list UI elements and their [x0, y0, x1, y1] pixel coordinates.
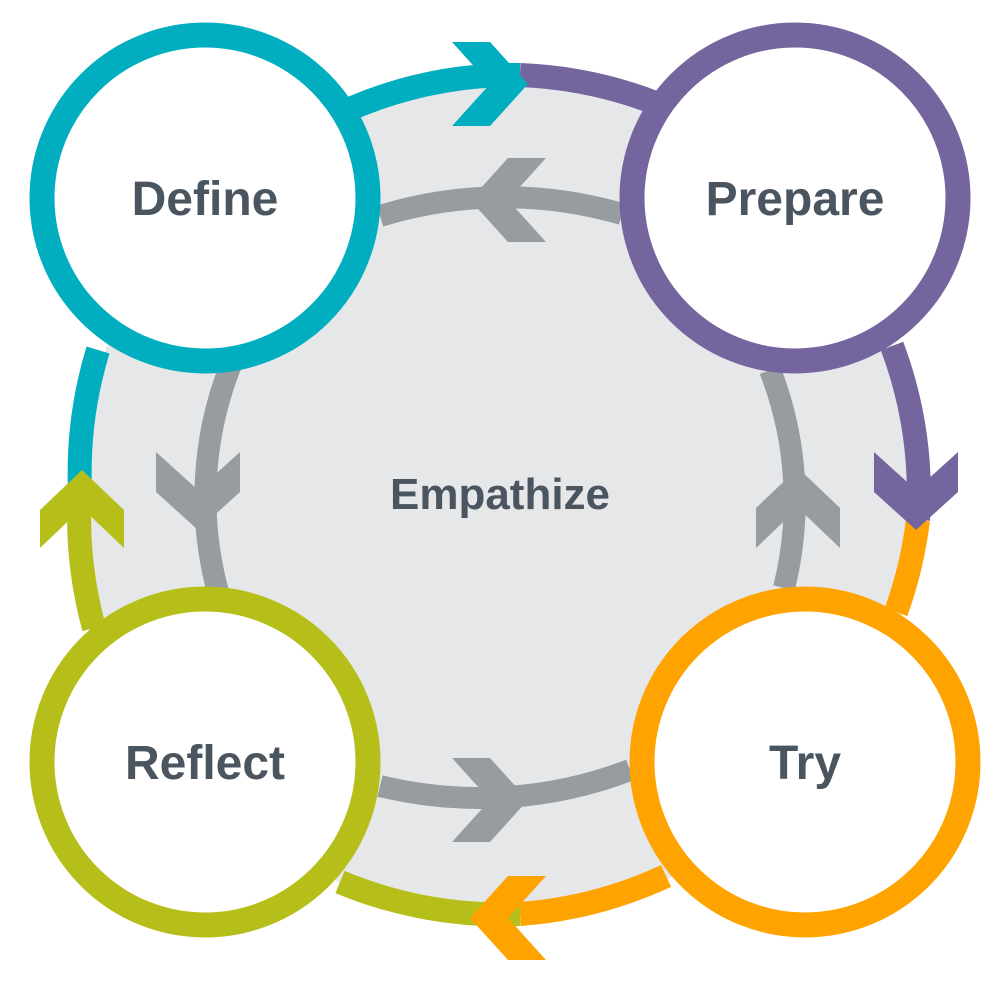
- node-prepare-circle: [619, 22, 971, 374]
- node-define-circle: [29, 22, 381, 374]
- arrowhead-to-define: [40, 470, 124, 548]
- node-prepare-label: Prepare: [706, 173, 885, 226]
- arrowhead-to-prepare: [452, 42, 528, 126]
- outer-arrowheads: [40, 42, 958, 960]
- node-prepare: Prepare: [619, 22, 971, 374]
- center-label: Empathize: [390, 470, 610, 519]
- node-reflect: Reflect: [29, 586, 381, 938]
- arrowhead-to-try: [874, 452, 958, 530]
- node-reflect-label: Reflect: [125, 737, 285, 790]
- node-try-label: Try: [769, 737, 841, 790]
- node-try-circle: [629, 586, 981, 938]
- outer-segment-define-to-prepare-end: [519, 63, 663, 116]
- node-reflect-circle: [29, 586, 381, 938]
- arrowhead-to-reflect: [470, 876, 546, 960]
- node-try: Try: [629, 586, 981, 938]
- node-define-label: Define: [132, 173, 279, 226]
- inner-arrowhead-to-define: [470, 158, 546, 242]
- node-define: Define: [29, 22, 381, 374]
- inner-arrowhead-to-prepare: [756, 468, 840, 548]
- outer-segment-try-to-reflect-start: [519, 865, 672, 926]
- inner-arrowhead-to-reflect: [156, 452, 240, 530]
- inner-arrowheads: [156, 158, 840, 842]
- inner-arrowhead-to-try: [452, 758, 528, 842]
- inner-segment-define-to-reflect: [194, 357, 243, 595]
- phase-nodes: Define Prepare Try Reflect: [29, 22, 981, 938]
